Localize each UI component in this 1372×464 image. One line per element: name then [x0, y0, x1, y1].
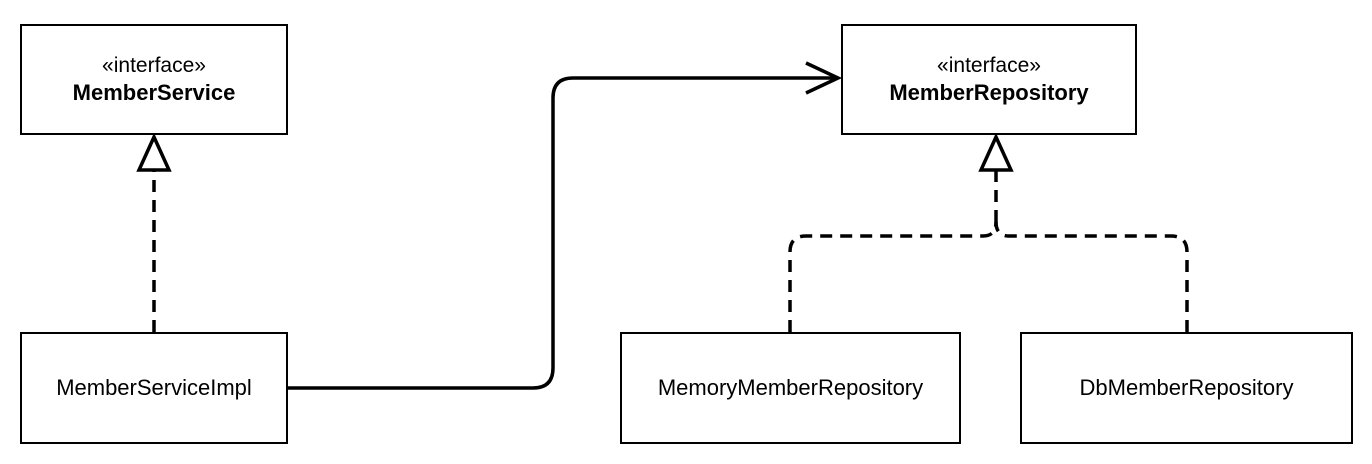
- node-memberserviceimpl: MemberServiceImpl: [20, 332, 288, 444]
- interface-name: MemberService: [72, 79, 236, 105]
- class-name: DbMemberRepository: [1079, 375, 1294, 400]
- realization-arrowhead-memberrepository: [978, 132, 1014, 172]
- node-memorymemberrepository: MemoryMemberRepository: [620, 332, 961, 444]
- node-dbmemberrepository: DbMemberRepository: [1020, 332, 1353, 444]
- interface-name: MemberRepository: [889, 79, 1089, 105]
- node-memberrepository: «interface» MemberRepository: [841, 24, 1137, 135]
- class-name: MemberServiceImpl: [56, 375, 252, 400]
- realization-edge-dbmemberrepository: [994, 221, 1189, 332]
- realization-arrowhead-memberservice: [136, 132, 172, 172]
- node-memberservice: «interface» MemberService: [20, 24, 288, 135]
- association-edge-memberrepository: [288, 76, 838, 390]
- stereotype-label: «interface»: [937, 53, 1041, 77]
- class-name: MemoryMemberRepository: [657, 375, 924, 400]
- association-arrowhead-memberrepository: [805, 61, 843, 95]
- stereotype-label: «interface»: [102, 53, 206, 77]
- realization-edge-memorymemberrepository: [788, 221, 998, 332]
